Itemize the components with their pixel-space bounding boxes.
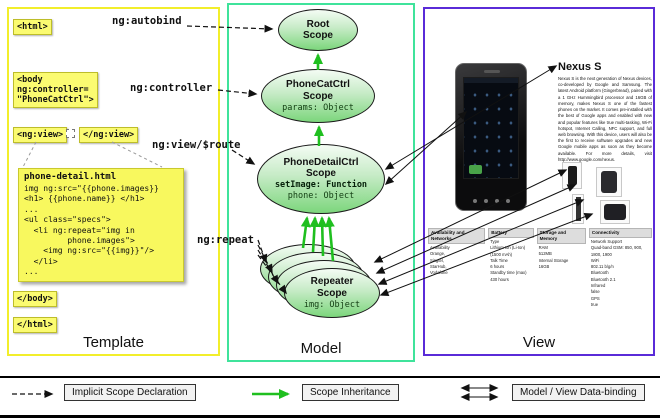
repeater-scope-node: Repeater Scope img: Object <box>284 268 380 318</box>
html-open-tag: <html> <box>13 19 52 35</box>
phone-thumbnail-3 <box>572 194 584 224</box>
root-scope-title: Root Scope <box>302 18 333 41</box>
template-panel-label: Template <box>83 334 144 351</box>
phonedetailctrl-scope-node: PhoneDetailCtrl Scope setImage: Function… <box>257 144 385 214</box>
phonecatctrl-params-prop: params: Object <box>282 102 354 113</box>
spec-header-storage: Storage and Memory <box>536 228 586 244</box>
legend: Implicit Scope Declaration Scope Inherit… <box>0 380 660 414</box>
spec-col-battery: Battery Type Lithium Ion (Li-Ion) (1500 … <box>488 228 534 309</box>
html-close-tag: </html> <box>13 317 57 333</box>
phonecatctrl-scope-node: PhoneCatCtrl Scope params: Object <box>261 69 375 123</box>
legend-bottom-rule <box>0 415 660 418</box>
implicit-scope-arrow-icon <box>12 390 54 398</box>
legend-inheritance-label: Scope Inheritance <box>310 387 391 398</box>
body-open-tag: <body ng:controller= "PhoneCatCtrl"> <box>13 72 98 108</box>
phone-statusbar <box>464 78 518 83</box>
body-close-tag: </body> <box>13 291 57 307</box>
repeater-img-prop: img: Object <box>303 299 361 310</box>
view-panel-label: View <box>522 334 556 351</box>
spec-col-storage: Storage and Memory RAM 512MB Internal St… <box>536 228 586 309</box>
phonedetailctrl-setimage-prop: setImage: Function <box>274 180 368 191</box>
spec-table: Availability and Networks Availability O… <box>428 228 652 309</box>
spec-header-connectivity: Connectivity <box>588 228 652 238</box>
phone-description: Nexus S is the next generation of Nexus … <box>558 76 652 162</box>
phone-android-icon <box>469 165 482 174</box>
ng-view-close-tag: </ng:view> <box>79 127 139 143</box>
phone-speaker <box>484 70 500 73</box>
data-binding-arrows-icon <box>460 384 499 401</box>
legend-top-rule <box>0 376 660 378</box>
phone-detail-code-block: phone-detail.html img ng:src="{{phone.im… <box>18 168 184 282</box>
legend-implicit-label: Implicit Scope Declaration <box>72 387 188 398</box>
ng-view-placeholder-box <box>66 129 75 138</box>
spec-col-connectivity: Connectivity Network Support Quad-band G… <box>588 228 652 309</box>
legend-binding-label: Model / View Data-binding <box>520 387 637 398</box>
repeater-scope-title: Repeater Scope <box>310 276 354 299</box>
legend-binding-box: Model / View Data-binding <box>512 384 645 401</box>
spec-header-battery: Battery <box>488 228 534 238</box>
phonedetailctrl-scope-title: PhoneDetailCtrl Scope <box>283 156 359 179</box>
model-panel-label: Model <box>300 340 342 357</box>
legend-implicit-box: Implicit Scope Declaration <box>64 384 196 401</box>
ng-autobind-label: ng:autobind <box>112 15 182 27</box>
phonedetailctrl-phone-prop: phone: Object <box>287 191 355 202</box>
spec-values-availability: Availability Orange, Singtel, StarHub, V… <box>430 244 450 276</box>
code-filename: phone-detail.html <box>24 172 117 182</box>
ng-view-open-tag: <ng:view> <box>13 127 68 143</box>
ng-controller-label: ng:controller <box>130 82 213 94</box>
phone-screen <box>463 77 519 179</box>
phonecatctrl-scope-title: PhoneCatCtrl Scope <box>286 79 350 102</box>
phone-thumbnail-4 <box>600 200 630 224</box>
scope-inheritance-arrow-icon <box>252 389 290 399</box>
spec-col-availability: Availability and Networks Availability O… <box>428 228 486 309</box>
phone-thumbnail-2 <box>596 167 622 197</box>
ng-view-route-label: ng:view/$route <box>152 139 241 151</box>
nexus-phone-image <box>455 63 527 211</box>
spec-values-battery: Type Lithium Ion (Li-Ion) (1500 mAh) Tal… <box>490 238 527 282</box>
phone-thumbnail-1 <box>562 162 582 189</box>
code-body: img ng:src="{{phone.images}} <h1> {{phon… <box>24 184 159 277</box>
phone-buttons-row <box>456 199 526 203</box>
spec-values-connectivity: Network Support Quad-band GSM: 850, 900,… <box>590 238 643 307</box>
spec-header-availability: Availability and Networks <box>428 228 486 244</box>
ng-repeat-label: ng:repeat <box>197 234 254 246</box>
phone-name-heading: Nexus S <box>558 61 602 73</box>
legend-inheritance-box: Scope Inheritance <box>302 384 399 401</box>
spec-values-storage: RAM 512MB Internal Storage 16GB <box>538 244 569 269</box>
root-scope-node: Root Scope <box>278 9 358 51</box>
